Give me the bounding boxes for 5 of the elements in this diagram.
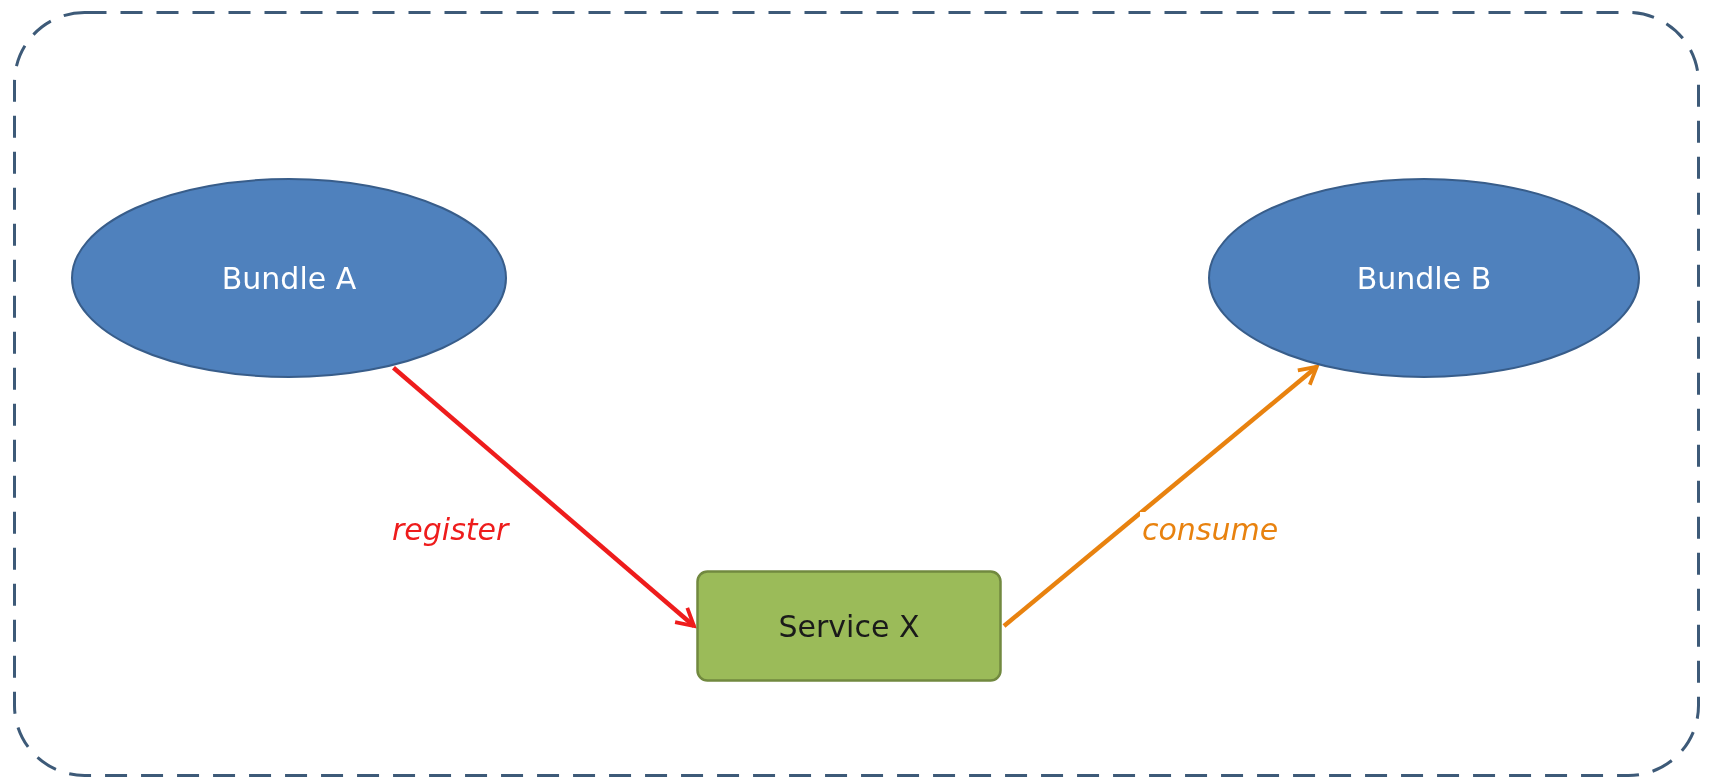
- arrow: [1002, 364, 1319, 628]
- node-label: Bundle B: [1356, 260, 1492, 296]
- arrow: [392, 366, 696, 628]
- node-label: Service X: [778, 608, 920, 644]
- node-label: Bundle A: [221, 260, 357, 296]
